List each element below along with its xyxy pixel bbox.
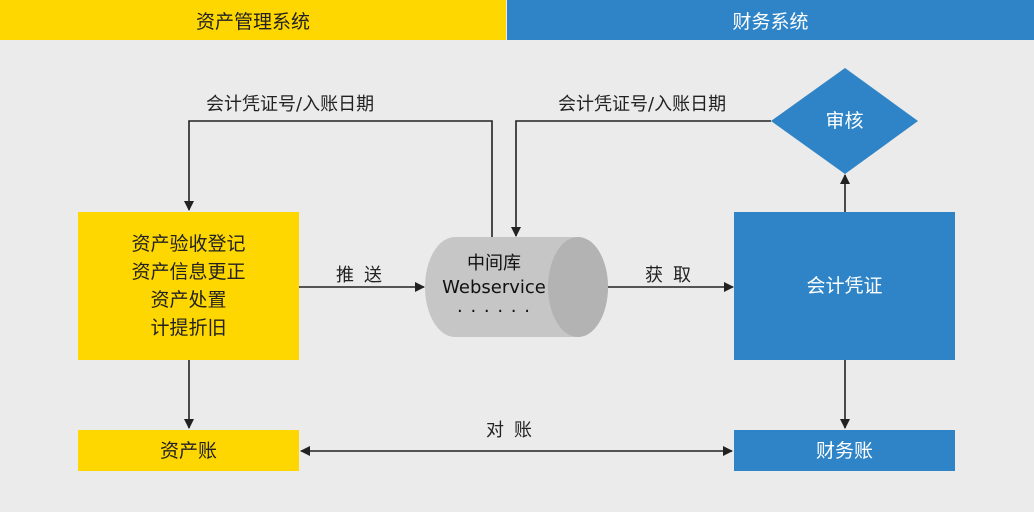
accounting-voucher-text: 会计凭证 <box>734 212 955 360</box>
review-text: 审核 <box>771 100 918 142</box>
finance-system-header: 财务系统 <box>507 0 1034 40</box>
middle-db-name: 中间库 <box>467 253 521 274</box>
asset-operation-item: 资产信息更正 <box>131 261 246 283</box>
voucher-return-right-arrow <box>511 120 771 237</box>
accounting-voucher-box <box>734 212 955 360</box>
asset-ledger-label: 资产账 <box>159 439 217 462</box>
finance-system-title: 财务系统 <box>732 10 809 33</box>
review-label: 审核 <box>825 110 864 132</box>
finance-ledger-box <box>734 430 955 471</box>
asset-operation-item: 资产处置 <box>150 289 227 311</box>
reconcile-label: 对账 <box>486 420 542 441</box>
fetch-label: 获取 <box>645 265 701 286</box>
review-diamond <box>771 68 918 174</box>
asset-system-header: 资产管理系统 <box>0 0 506 40</box>
voucher-return-right-label: 会计凭证号/入账日期 <box>558 94 727 115</box>
asset-system-title: 资产管理系统 <box>195 10 310 33</box>
finance-ledger-text: 财务账 <box>734 430 955 471</box>
push-label: 推送 <box>336 265 392 286</box>
asset-operation-item: 资产验收登记 <box>131 233 246 255</box>
voucher-return-left-arrow <box>184 120 493 237</box>
middle-database-cylinder <box>425 237 608 337</box>
asset-ledger-box <box>78 430 299 471</box>
asset-ledger-text: 资产账 <box>78 430 299 471</box>
middle-db-text: 中间库 Webservice · · · · · · <box>430 250 558 326</box>
middle-db-service: Webservice <box>442 277 546 298</box>
finance-ledger-label: 财务账 <box>815 439 873 462</box>
asset-operation-item: 计提折旧 <box>150 317 227 339</box>
voucher-return-left-label: 会计凭证号/入账日期 <box>206 94 375 115</box>
middle-db-ellipsis: · · · · · · <box>457 301 531 322</box>
asset-operations-box <box>78 212 299 360</box>
accounting-voucher-label: 会计凭证 <box>806 275 883 297</box>
asset-operations-text: 资产验收登记 资产信息更正 资产处置 计提折旧 <box>78 212 299 360</box>
